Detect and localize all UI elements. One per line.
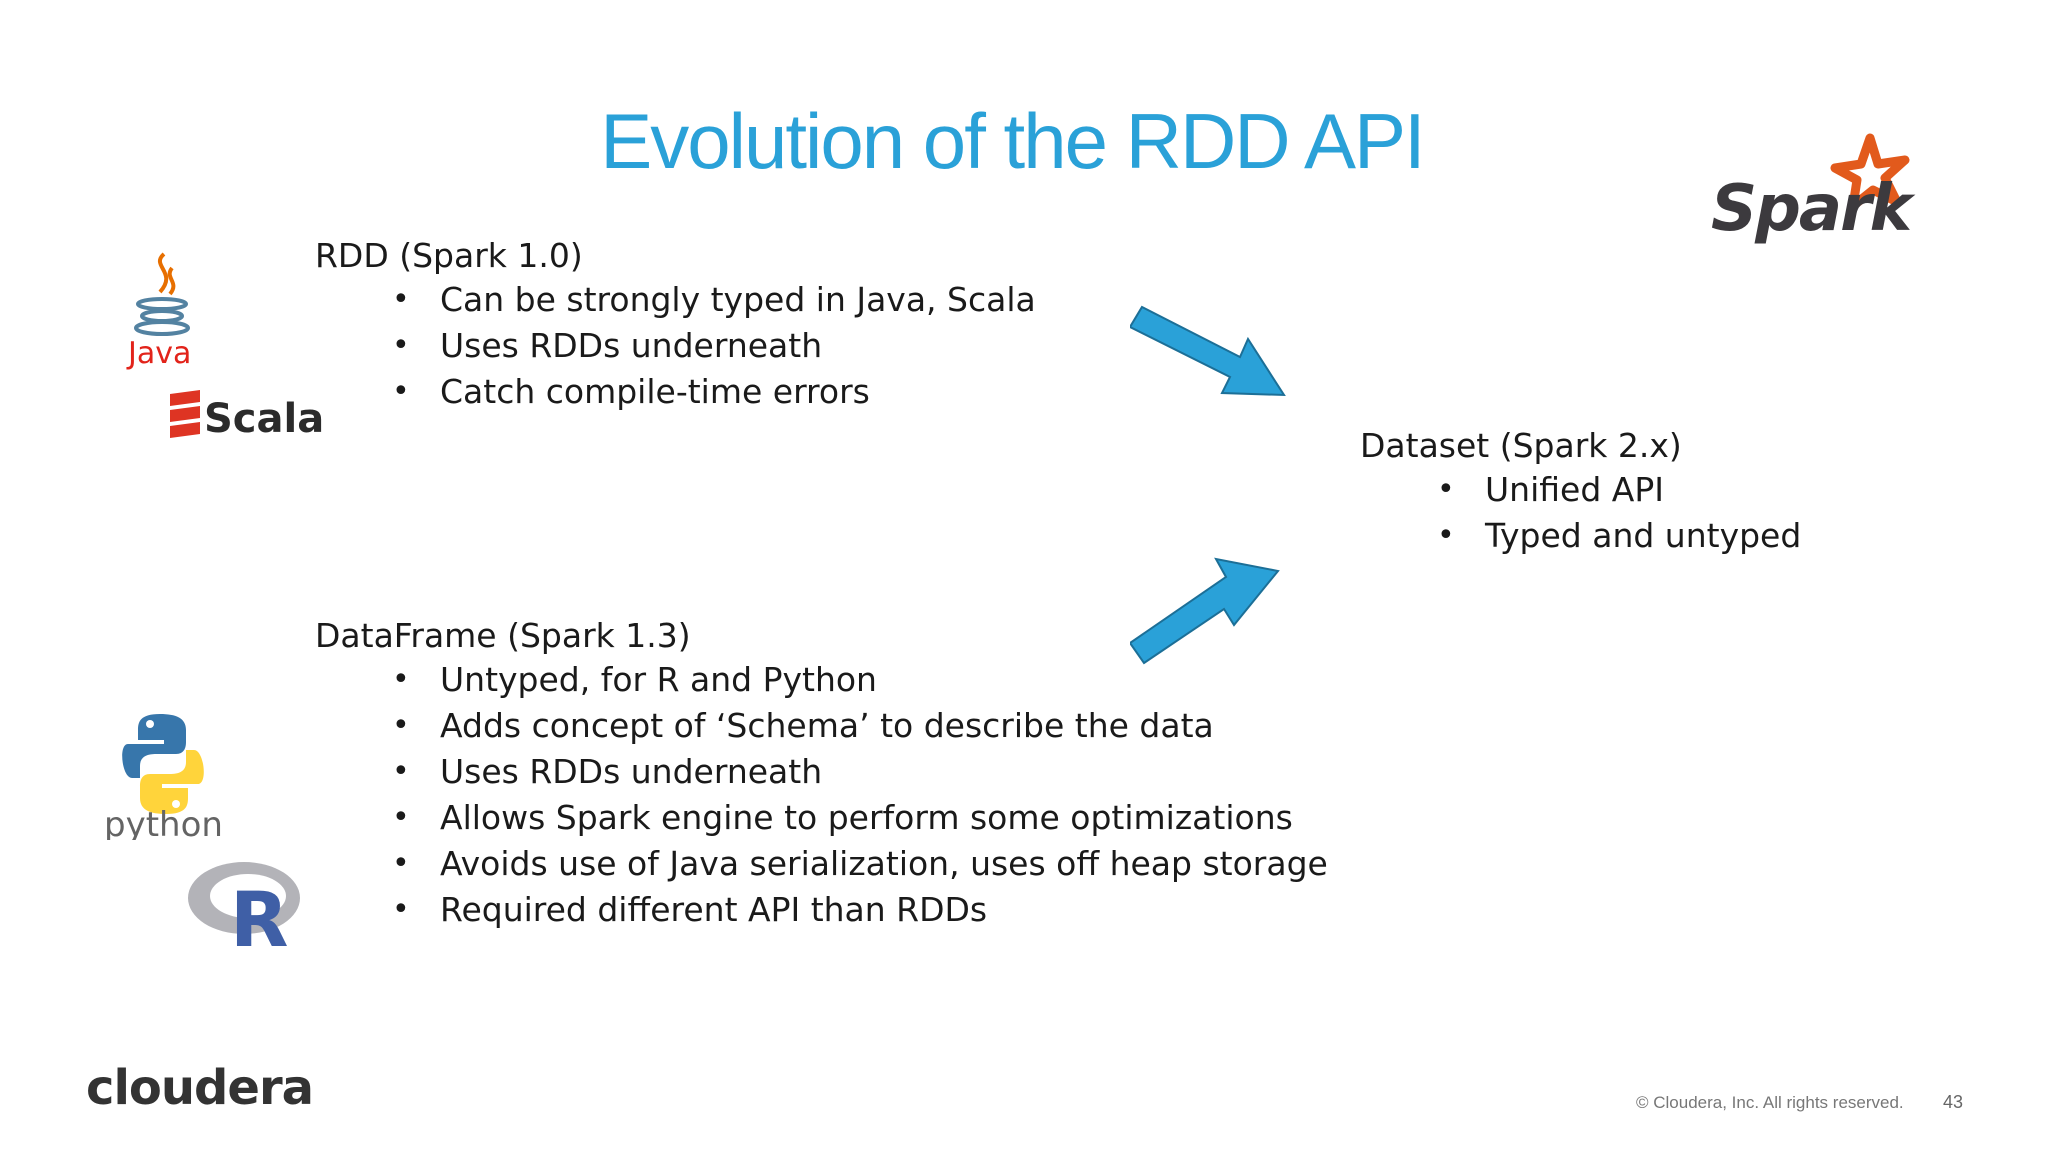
svg-text:Java: Java bbox=[126, 336, 191, 371]
spark-star-icon bbox=[1830, 133, 1910, 211]
rdd-section: RDD (Spark 1.0) •Can be strongly typed i… bbox=[315, 236, 1036, 415]
dataframe-heading: DataFrame (Spark 1.3) bbox=[315, 616, 691, 655]
dataframe-section: DataFrame (Spark 1.3) •Untyped, for R an… bbox=[315, 616, 1328, 933]
svg-text:Scala: Scala bbox=[204, 396, 324, 442]
spark-logo: Spark bbox=[1711, 133, 1918, 246]
list-item: •Allows Spark engine to perform some opt… bbox=[392, 798, 1293, 837]
list-item: •Typed and untyped bbox=[1437, 516, 1802, 555]
arrow-up-right-icon bbox=[1130, 557, 1280, 665]
scala-logo: Scala bbox=[170, 390, 324, 442]
svg-text:Spark: Spark bbox=[1711, 172, 1916, 246]
svg-text:python: python bbox=[104, 805, 223, 840]
list-item: •Uses RDDs underneath bbox=[392, 326, 823, 365]
arrow-down-right-icon bbox=[1130, 305, 1286, 397]
python-logo: python bbox=[104, 714, 223, 840]
dataset-section: Dataset (Spark 2.x) •Unified API •Typed … bbox=[1360, 426, 1801, 559]
java-logo: Java bbox=[126, 252, 191, 371]
copyright-notice: © Cloudera, Inc. All rights reserved. bbox=[1636, 1093, 1904, 1112]
list-item: •Catch compile-time errors bbox=[392, 372, 870, 411]
list-item: •Adds concept of ‘Schema’ to describe th… bbox=[392, 706, 1214, 745]
list-item: •Untyped, for R and Python bbox=[392, 660, 877, 699]
page-number: 43 bbox=[1943, 1092, 1964, 1112]
r-logo: R bbox=[188, 862, 300, 952]
svg-text:R: R bbox=[230, 875, 289, 952]
slide-title: Evolution of the RDD API bbox=[600, 97, 1425, 185]
list-item: •Required different API than RDDs bbox=[392, 890, 988, 929]
list-item: •Can be strongly typed in Java, Scala bbox=[392, 280, 1036, 319]
rdd-heading: RDD (Spark 1.0) bbox=[315, 236, 583, 275]
dataset-heading: Dataset (Spark 2.x) bbox=[1360, 426, 1682, 465]
list-item: •Uses RDDs underneath bbox=[392, 752, 823, 791]
list-item: •Avoids use of Java serialization, uses … bbox=[392, 844, 1328, 883]
cloudera-logo: cloudera bbox=[86, 1060, 314, 1116]
scala-mark-icon bbox=[170, 390, 200, 438]
list-item: •Unified API bbox=[1437, 470, 1664, 509]
